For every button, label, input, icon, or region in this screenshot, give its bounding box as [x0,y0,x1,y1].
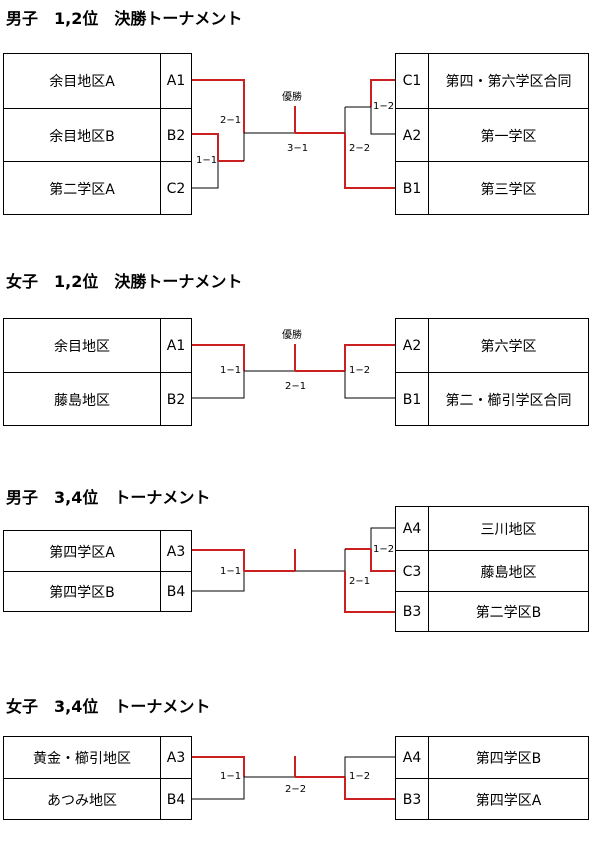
team-name: 第一学区 [480,128,537,145]
team-row: B3 第四学区A [396,778,588,820]
team-name: 第二学区A [49,181,115,198]
team-name: 余目地区A [49,74,115,90]
match-score: 1−2 [349,365,371,376]
match-score: 1−2 [349,771,371,782]
team-name: 第四・第六学区合同 [445,74,572,90]
team-row: 藤島地区 B2 [4,372,191,426]
team-seed: B2 [166,127,186,144]
team-name: 第六学区 [480,339,537,355]
bracket-right-table: A2 第六学区 B1 第二・櫛引学区合同 [395,318,589,426]
match-score: 1−2 [373,544,395,555]
team-name: 第二学区B [475,605,542,621]
bracket-right-table: C1 第四・第六学区合同 A2 第一学区 B1 第三学区 [395,53,589,215]
team-seed: B4 [166,584,186,600]
team-row: 第四学区B B4 [4,571,191,612]
team-row: 余目地区 A1 [4,319,191,373]
match-score: 1−1 [220,771,242,782]
team-seed: B3 [402,604,422,620]
team-row: C3 藤島地区 [396,550,588,592]
team-seed: A1 [166,73,186,89]
team-name: 第三学区 [480,181,537,198]
match-score: 2−2 [349,143,371,154]
team-row: あつみ地区 B4 [4,778,191,820]
team-row: 黄金・櫛引地区 A3 [4,737,191,779]
team-name: 第四学区A [49,544,115,561]
team-name: 第四学区B [475,751,542,767]
match-score: 2−2 [285,784,307,795]
team-name: 藤島地区 [54,392,110,409]
team-row: 余目地区A A1 [4,54,191,108]
team-name: 第二・櫛引学区合同 [445,392,572,409]
team-seed: B3 [402,791,422,808]
champion-label: 優勝 [282,330,302,341]
bracket-left-table: 余目地区A A1 余目地区B B2 第二学区A C2 [3,53,192,215]
team-row: B1 第二・櫛引学区合同 [396,372,588,426]
match-score: 3−1 [287,143,309,154]
team-seed: A2 [402,127,422,144]
match-score: 1−1 [220,365,242,376]
team-row: A2 第六学区 [396,319,588,373]
team-seed: B4 [166,791,186,808]
bracket-right-table: A4 第四学区B B3 第四学区A [395,736,589,820]
bracket-left-table: 第四学区A A3 第四学区B B4 [3,530,192,612]
team-row: A2 第一学区 [396,108,588,162]
team-seed: A4 [402,750,422,766]
team-seed: A1 [166,338,186,354]
team-row: B1 第三学区 [396,161,588,215]
section-title-boys-third: 男子 3,4位 トーナメント [6,488,211,507]
team-row: C1 第四・第六学区合同 [396,54,588,108]
team-seed: A4 [402,521,422,537]
team-seed: B2 [166,391,186,408]
match-score: 1−1 [196,155,218,166]
team-row: A4 第四学区B [396,737,588,779]
team-seed: C3 [402,563,422,580]
match-score: 1−1 [220,566,242,577]
team-seed: B1 [402,391,422,408]
team-name: あつみ地区 [47,792,117,809]
team-name: 第四学区A [475,792,542,809]
match-score: 2−1 [220,115,242,126]
team-seed: C2 [166,180,186,197]
section-title-girls-third: 女子 3,4位 トーナメント [6,697,211,716]
match-score: 1−2 [373,101,395,112]
bracket-right-table: A4 三川地区 C3 藤島地区 B3 第二学区B [395,506,589,632]
team-name: 第四学区B [49,585,115,601]
bracket-left-table: 黄金・櫛引地区 A3 あつみ地区 B4 [3,736,192,820]
team-name: 余目地区 [54,339,110,355]
team-seed: C1 [402,73,422,89]
match-score: 2−1 [285,381,307,392]
team-name: 黄金・櫛引地区 [33,751,131,767]
team-name: 藤島地区 [480,564,537,581]
section-title-boys-final: 男子 1,2位 決勝トーナメント [6,9,243,28]
team-name: 余目地区B [49,128,115,145]
champion-label: 優勝 [282,92,302,103]
team-row: 余目地区B B2 [4,108,191,162]
team-seed: A3 [166,543,186,560]
team-seed: A2 [402,338,422,354]
team-row: A4 三川地区 [396,507,588,551]
match-score: 2−1 [349,576,371,587]
section-title-girls-final: 女子 1,2位 決勝トーナメント [6,272,243,291]
team-name: 三川地区 [480,522,537,538]
team-row: 第四学区A A3 [4,531,191,572]
team-row: 第二学区A C2 [4,161,191,215]
team-seed: A3 [166,750,186,766]
team-row: B3 第二学区B [396,591,588,632]
team-seed: B1 [402,180,422,197]
bracket-left-table: 余目地区 A1 藤島地区 B2 [3,318,192,426]
